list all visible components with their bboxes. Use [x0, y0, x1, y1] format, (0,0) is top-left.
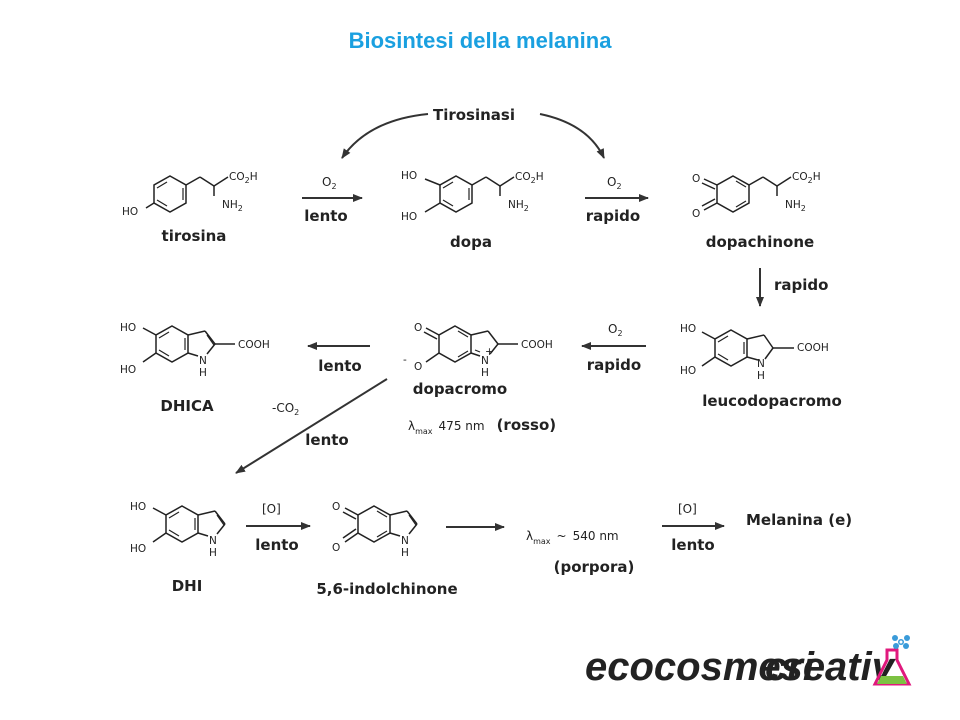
- dhi-n: N: [209, 535, 217, 547]
- enzyme-label: Tirosinasi: [433, 106, 515, 124]
- arrow-dhi-ind-speed: lento: [255, 536, 298, 554]
- dopacromo-label: dopacromo: [413, 380, 507, 398]
- dopacromo-minus: -: [403, 354, 407, 366]
- dopa-label: dopa: [450, 233, 492, 251]
- enzyme-arrow-left: [341, 113, 429, 159]
- ecocosmesicreativa-logo: ecocosmesi creativ: [585, 635, 912, 689]
- tirosina-nh2: NH2: [222, 199, 243, 213]
- leuco-ho-bottom: HO: [680, 365, 696, 377]
- dopacromo-plus: +: [485, 346, 494, 358]
- leucodopacromo-structure: HO HO N H COOH: [680, 323, 829, 382]
- arrow-dc-dhi-speed: lento: [305, 431, 348, 449]
- arrow-tyr-dopa-speed: lento: [304, 207, 347, 225]
- dopa-nh2: NH2: [508, 199, 529, 213]
- indolchinone-o-top: O: [332, 501, 340, 513]
- leuco-ho-top: HO: [680, 323, 696, 335]
- melanina-label: Melanina (e): [746, 511, 852, 529]
- dopacromo-o-bottom: O: [414, 361, 422, 373]
- dopa-ho-bottom: HO: [401, 211, 417, 223]
- arrow-tyr-dopa-reagent: O2: [322, 175, 337, 191]
- porpora-lambda: λmax~540 nm: [526, 529, 619, 546]
- flask-icon: [872, 648, 912, 686]
- dhi-h: H: [209, 547, 217, 559]
- indolchinone-n: N: [401, 535, 409, 547]
- tirosina-label: tirosina: [162, 227, 227, 245]
- arrow-dopa-dq-speed: rapido: [586, 207, 640, 225]
- arrow-dc-dhica-speed: lento: [318, 357, 361, 375]
- dhica-ho-top: HO: [120, 322, 136, 334]
- tirosina-structure: HO CO2H NH2: [122, 171, 258, 218]
- dopachinone-co2h: CO2H: [792, 171, 821, 185]
- dopachinone-label: dopachinone: [706, 233, 814, 251]
- dopachinone-o-top: O: [692, 173, 700, 185]
- enzyme-arrow-right: [539, 113, 605, 159]
- dopa-structure: HO HO CO2H NH2: [401, 170, 544, 223]
- dopachinone-structure: O O CO2H NH2: [692, 171, 821, 220]
- dopachinone-o-bottom: O: [692, 208, 700, 220]
- indolchinone-h: H: [401, 547, 409, 559]
- indolchinone-o-bottom: O: [332, 542, 340, 554]
- arrow-leuco-dc-speed: rapido: [587, 356, 641, 374]
- arrow-porpora-mel-speed: lento: [671, 536, 714, 554]
- dhica-n: N: [199, 355, 207, 367]
- arrow-dc-dhi: [235, 378, 388, 474]
- indolchinone-label: 5,6-indolchinone: [316, 580, 457, 598]
- logo-text-green: ecocosmesi: [585, 645, 815, 689]
- arrow-porpora-mel-reagent: [O]: [678, 502, 697, 516]
- arrow-dhi-ind-reagent: [O]: [262, 502, 281, 516]
- dopacromo-h: H: [481, 367, 489, 379]
- dhi-ho-bottom: HO: [130, 543, 146, 555]
- dopacromo-o-top: O: [414, 322, 422, 334]
- arrow-dq-leuco-speed: rapido: [774, 276, 828, 294]
- dopa-ho-top: HO: [401, 170, 417, 182]
- dhica-structure: HO HO N H COOH: [120, 322, 270, 379]
- flower-icon: [892, 635, 910, 649]
- indolchinone-structure: O O N H: [332, 501, 418, 559]
- dhi-structure: HO HO N H: [130, 501, 226, 559]
- leuco-h: H: [757, 370, 765, 382]
- leucodopacromo-label: leucodopacromo: [702, 392, 842, 410]
- arrow-dopa-dq-reagent: O2: [607, 175, 622, 191]
- dhica-ho-bottom: HO: [120, 364, 136, 376]
- dopacromo-structure: O O - N + H COOH: [403, 322, 553, 379]
- arrow-leuco-dc-reagent: O2: [608, 322, 623, 338]
- dopacromo-n: N: [481, 355, 489, 367]
- leuco-cooh: COOH: [797, 342, 829, 354]
- arrow-dc-dhi-reagent: -CO2: [272, 401, 299, 417]
- tirosina-co2h: CO2H: [229, 171, 258, 185]
- dhi-ho-top: HO: [130, 501, 146, 513]
- porpora-color: (porpora): [554, 558, 635, 576]
- dopacromo-cooh: COOH: [521, 339, 553, 351]
- dopachinone-nh2: NH2: [785, 199, 806, 213]
- leuco-n: N: [757, 358, 765, 370]
- tirosina-ho: HO: [122, 206, 138, 218]
- dhica-h: H: [199, 367, 207, 379]
- dopa-co2h: CO2H: [515, 171, 544, 185]
- dhi-label: DHI: [172, 577, 203, 595]
- slide-title: Biosintesi della melanina: [348, 28, 612, 53]
- dhica-label: DHICA: [160, 397, 214, 415]
- dhica-cooh: COOH: [238, 339, 270, 351]
